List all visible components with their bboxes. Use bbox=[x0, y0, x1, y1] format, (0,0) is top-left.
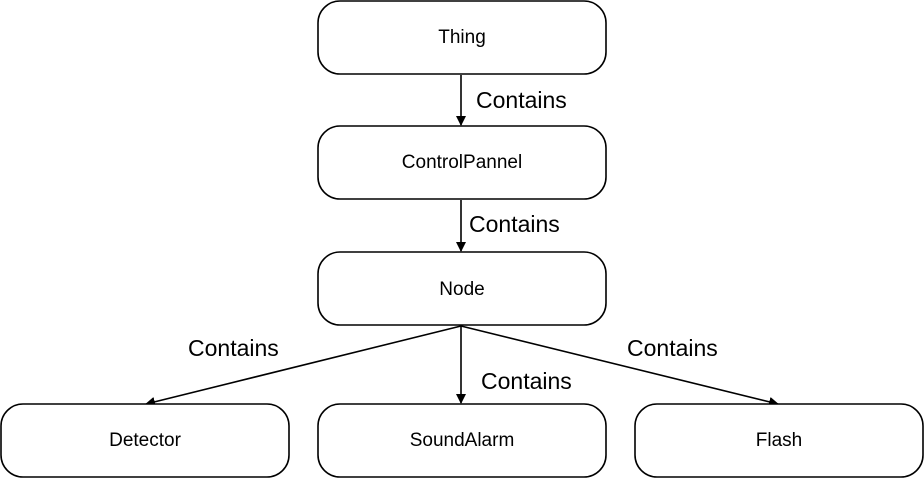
node-flash: Flash bbox=[634, 403, 924, 478]
node-sound-alarm: SoundAlarm bbox=[317, 403, 607, 478]
node-control-pannel-label: ControlPannel bbox=[402, 152, 522, 173]
edge-label-node-detector: Contains bbox=[188, 335, 279, 361]
edge-label-control-pannel-node: Contains bbox=[469, 211, 560, 237]
edge-node-to-detector bbox=[145, 325, 462, 407]
node-node-label: Node bbox=[439, 279, 484, 300]
node-node: Node bbox=[317, 251, 607, 326]
node-control-pannel: ControlPannel bbox=[317, 125, 607, 200]
node-thing-label: Thing bbox=[438, 27, 486, 48]
edge-node-to-flash bbox=[460, 325, 779, 407]
edge-label-node-flash: Contains bbox=[627, 335, 718, 361]
node-detector-label: Detector bbox=[109, 430, 181, 451]
node-thing: Thing bbox=[317, 0, 607, 75]
edge-label-thing-control-pannel: Contains bbox=[476, 87, 567, 113]
node-sound-alarm-label: SoundAlarm bbox=[410, 430, 515, 451]
node-flash-label: Flash bbox=[756, 430, 802, 451]
node-detector: Detector bbox=[0, 403, 290, 478]
edge-label-node-sound-alarm: Contains bbox=[481, 368, 572, 394]
